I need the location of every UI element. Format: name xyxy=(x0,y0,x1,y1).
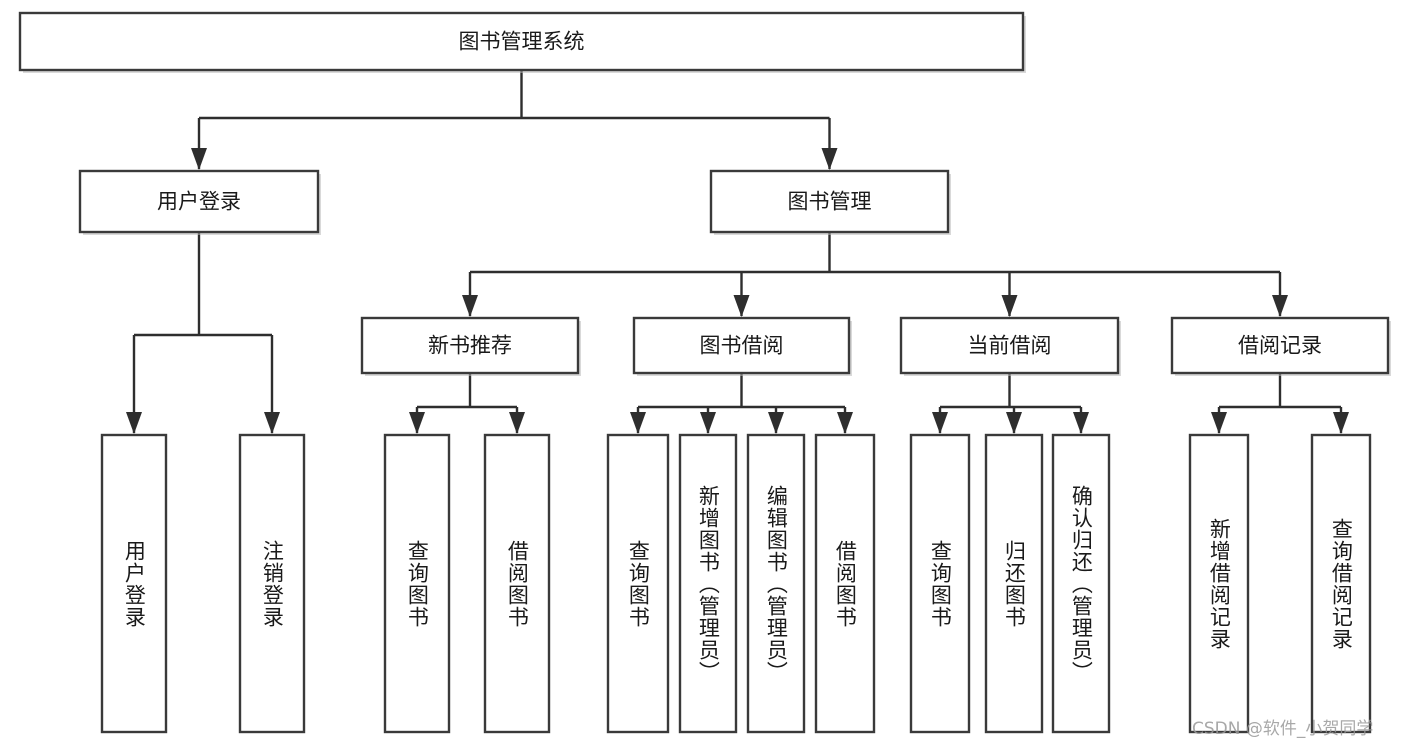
leaf-node-box-1[interactable] xyxy=(238,433,306,734)
level3-node-3-label: 借阅记录 xyxy=(1238,334,1322,358)
level2-node-box-0[interactable] xyxy=(78,169,320,234)
leaf-node-box-7[interactable] xyxy=(814,433,876,734)
arrow-mgmt-to-l3-0 xyxy=(462,295,478,317)
arrow-leaf-1 xyxy=(264,412,280,434)
connector-layer xyxy=(126,70,1349,434)
leaf-node-box-5[interactable] xyxy=(678,433,738,734)
arrow-leaf-4 xyxy=(630,412,646,434)
arrow-leaf-0 xyxy=(126,412,142,434)
leaf-node-box-6[interactable] xyxy=(746,433,806,734)
leaf-node-box-12[interactable] xyxy=(1310,433,1372,734)
leaf-node-box-4[interactable] xyxy=(606,433,670,734)
arrow-leaf-5 xyxy=(700,412,716,434)
leaf-node-box-9[interactable] xyxy=(984,433,1044,734)
arrow-leaf-7 xyxy=(837,412,853,434)
level3-node-0-label: 新书推荐 xyxy=(428,334,512,358)
leaf-node-box-10[interactable] xyxy=(1051,433,1111,734)
arrow-leaf-8 xyxy=(932,412,948,434)
leaf-node-box-0[interactable] xyxy=(100,433,168,734)
node-box-layer xyxy=(18,11,1391,734)
arrow-root-to-l2-1 xyxy=(821,148,838,170)
root-node-box[interactable] xyxy=(18,11,1025,72)
arrow-leaf-11 xyxy=(1211,412,1227,434)
level2-node-1-label: 图书管理 xyxy=(788,190,872,214)
leaf-node-box-3[interactable] xyxy=(483,433,551,734)
arrow-leaf-6 xyxy=(768,412,784,434)
arrow-mgmt-to-l3-2 xyxy=(1001,295,1018,317)
level3-node-box-1[interactable] xyxy=(632,316,851,375)
root-node-label: 图书管理系统 xyxy=(459,30,585,54)
leaf-node-box-11[interactable] xyxy=(1188,433,1250,734)
arrow-root-to-l2-0 xyxy=(191,148,207,170)
arrow-mgmt-to-l3-3 xyxy=(1272,295,1288,317)
arrow-leaf-3 xyxy=(509,412,525,434)
level2-node-0-label: 用户登录 xyxy=(157,190,241,214)
leaf-node-box-8[interactable] xyxy=(909,433,971,734)
level3-node-box-0[interactable] xyxy=(360,316,580,375)
arrow-leaf-12 xyxy=(1333,412,1349,434)
level3-node-2-label: 当前借阅 xyxy=(968,334,1052,358)
arrow-leaf-10 xyxy=(1073,412,1089,434)
level2-node-box-1[interactable] xyxy=(709,169,950,234)
csdn-watermark: CSDN @软件_小贺同学 xyxy=(1192,719,1374,739)
arrow-leaf-9 xyxy=(1006,412,1022,434)
leaf-node-box-2[interactable] xyxy=(383,433,451,734)
level3-node-box-2[interactable] xyxy=(899,316,1120,375)
arrow-leaf-2 xyxy=(409,412,425,434)
arrow-mgmt-to-l3-1 xyxy=(733,295,750,317)
level3-node-box-3[interactable] xyxy=(1170,316,1390,375)
level3-node-1-label: 图书借阅 xyxy=(700,334,784,358)
